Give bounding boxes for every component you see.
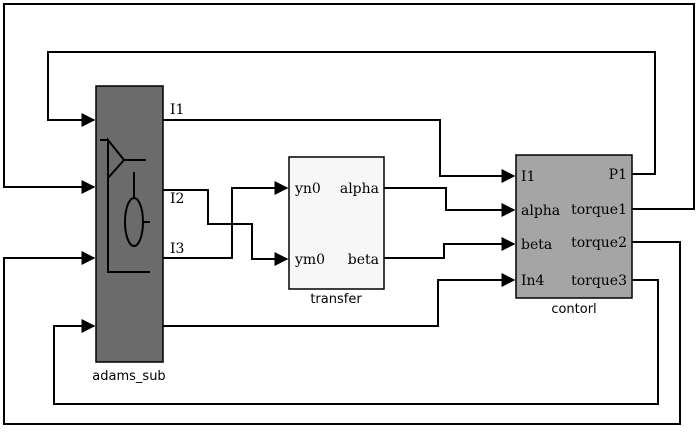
wire-beta[interactable]: [384, 237, 516, 259]
contorl-out-torque1: torque1: [571, 202, 627, 218]
contorl-out-torque3: torque3: [571, 273, 627, 289]
contorl-out-p1: P1: [609, 167, 627, 183]
adams-sub-icon: [100, 137, 150, 273]
transfer-in-ym0: ym0: [294, 252, 325, 268]
wire-torque1-feedback[interactable]: [3, 3, 695, 210]
transfer-label: transfer: [310, 292, 362, 307]
adams-sub-block[interactable]: I1 I2 I3 adams_sub: [92, 85, 184, 384]
transfer-in-yn0: yn0: [294, 181, 321, 197]
transfer-body[interactable]: [288, 156, 385, 290]
wire-torque3-feedback[interactable]: [53, 279, 659, 405]
contorl-in-i1: I1: [521, 169, 535, 185]
adams-sub-label: adams_sub: [92, 369, 165, 384]
transfer-out-beta: beta: [348, 252, 379, 268]
contorl-body[interactable]: [515, 154, 633, 299]
contorl-in-alpha: alpha: [521, 203, 560, 219]
adams-sub-out-i2: I2: [170, 191, 184, 207]
transfer-out-alpha: alpha: [340, 181, 379, 197]
wire-to-in4[interactable]: [163, 273, 516, 327]
wire-i2-to-ym0[interactable]: [163, 189, 289, 266]
wire-torque2-feedback[interactable]: [3, 241, 681, 425]
transfer-block[interactable]: yn0 ym0 alpha beta transfer: [288, 156, 385, 307]
wire-alpha[interactable]: [384, 187, 516, 217]
contorl-label: contorl: [551, 302, 596, 317]
adams-sub-body[interactable]: [95, 85, 164, 363]
wire-i3-to-yn0[interactable]: [163, 181, 289, 259]
adams-sub-out-i1: I1: [170, 102, 184, 118]
adams-sub-out-i3: I3: [170, 241, 184, 257]
contorl-in-beta: beta: [521, 237, 552, 253]
contorl-in-in4: In4: [521, 273, 545, 289]
wire-i1-to-contorl[interactable]: [163, 119, 516, 183]
contorl-out-torque2: torque2: [571, 235, 627, 251]
contorl-block[interactable]: I1 alpha beta In4 P1 torque1 torque2 tor…: [515, 154, 633, 317]
wire-p1-feedback[interactable]: [47, 51, 656, 175]
